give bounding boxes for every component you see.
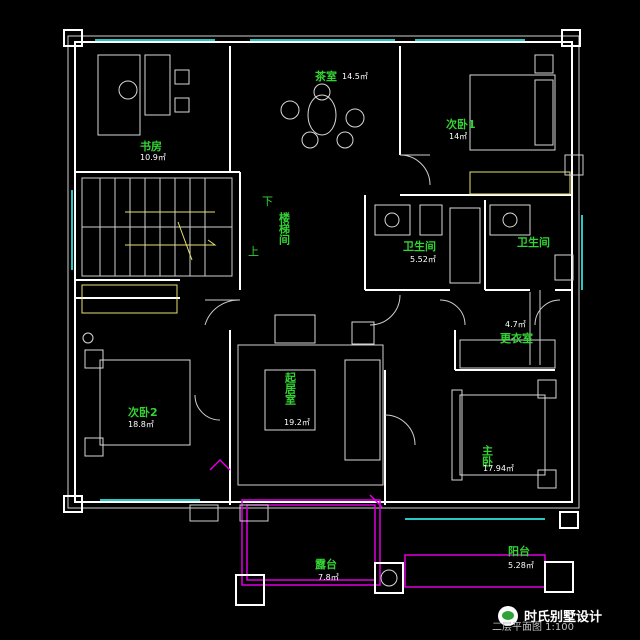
stair-up-label: 上 xyxy=(248,245,259,258)
bathroom1-label: 卫生间 xyxy=(403,239,436,253)
watermark-text: 时氏别墅设计 xyxy=(524,610,603,625)
study-label: 书房 xyxy=(140,139,162,153)
balcony-area: 5.28㎡ xyxy=(508,561,534,570)
balcony-label: 阳台 xyxy=(508,544,530,558)
bedroom1-furniture xyxy=(469,54,571,195)
stairwell-label: 楼梯间 xyxy=(278,211,291,246)
wechat-icon xyxy=(498,606,518,626)
terrace-area: 7.8㎡ xyxy=(318,573,339,582)
tea-room-label: 茶室 xyxy=(314,69,337,83)
master-furniture xyxy=(451,379,557,489)
master-bedroom-area: 17.94㎡ xyxy=(483,464,514,473)
closet-fixtures xyxy=(459,290,556,369)
living-room-label: 起居室 xyxy=(284,371,298,405)
closet-label: 更衣室 xyxy=(500,331,533,345)
exterior-walls xyxy=(63,29,581,529)
closet-area: 4.7㎡ xyxy=(505,320,526,329)
bathroom2-label: 卫生间 xyxy=(517,235,550,249)
top-windows xyxy=(71,39,583,520)
tea-table xyxy=(280,83,365,149)
study-area: 10.9㎡ xyxy=(140,153,166,162)
terrace-label: 露台 xyxy=(315,557,337,571)
stair-down-label: 下 xyxy=(262,195,273,208)
bedroom2-furniture xyxy=(81,284,191,457)
living-room-area: 19.2㎡ xyxy=(284,418,310,427)
study-furniture xyxy=(97,54,190,136)
terrace-railing xyxy=(209,458,574,606)
staircase xyxy=(81,177,233,277)
interior-walls xyxy=(75,46,572,505)
bedroom1-label: 次卧1 xyxy=(446,117,476,131)
bedroom2-label: 次卧2 xyxy=(128,405,158,419)
bedroom2-area: 18.8㎡ xyxy=(128,420,154,429)
bathroom1-area: 5.52㎡ xyxy=(410,255,436,264)
doors xyxy=(194,154,561,446)
bathroom-fixtures xyxy=(374,204,574,284)
tea-room-area: 14.5㎡ xyxy=(342,72,368,81)
watermark: 时氏别墅设计 xyxy=(494,602,634,632)
column-markers xyxy=(189,154,584,522)
bedroom1-area: 14㎡ xyxy=(449,132,467,141)
living-furniture xyxy=(237,314,384,486)
drawing-caption: 二层平面图 1:100 xyxy=(492,622,574,633)
master-bedroom-label: 主卧 xyxy=(481,444,494,467)
